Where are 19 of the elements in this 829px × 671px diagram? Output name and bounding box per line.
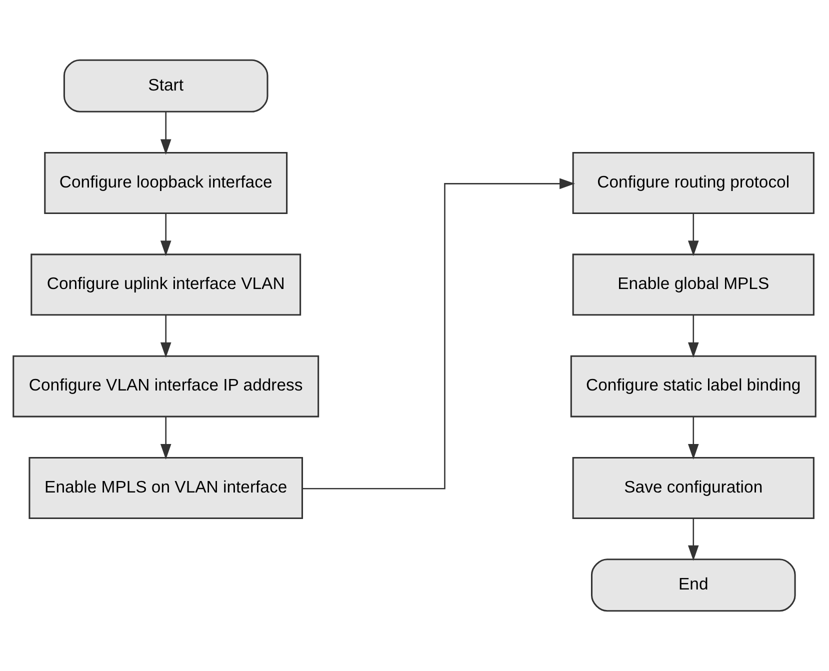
- node-box: Enable global MPLS: [572, 254, 814, 316]
- node-box: Save configuration: [572, 456, 814, 519]
- arrow: [688, 416, 699, 460]
- node-box: Enable MPLS on VLAN interface: [28, 456, 303, 519]
- node-box: Configure loopback interface: [44, 152, 288, 214]
- node-box: Configure static label binding: [570, 355, 816, 418]
- node-box: Configure VLAN interface IP address: [12, 355, 320, 418]
- node-box: Configure uplink interface VLAN: [30, 254, 302, 316]
- node-box: End: [590, 558, 796, 612]
- arrow: [160, 416, 172, 460]
- node-box: Configure routing protocol: [572, 152, 814, 214]
- arrow: [688, 214, 699, 256]
- arrow: [160, 214, 172, 256]
- arrow: [688, 518, 699, 561]
- arrow: [160, 315, 172, 358]
- node-box: Start: [63, 59, 268, 112]
- arrow: [688, 315, 699, 358]
- arrow: [160, 112, 172, 155]
- arrow: [302, 178, 576, 490]
